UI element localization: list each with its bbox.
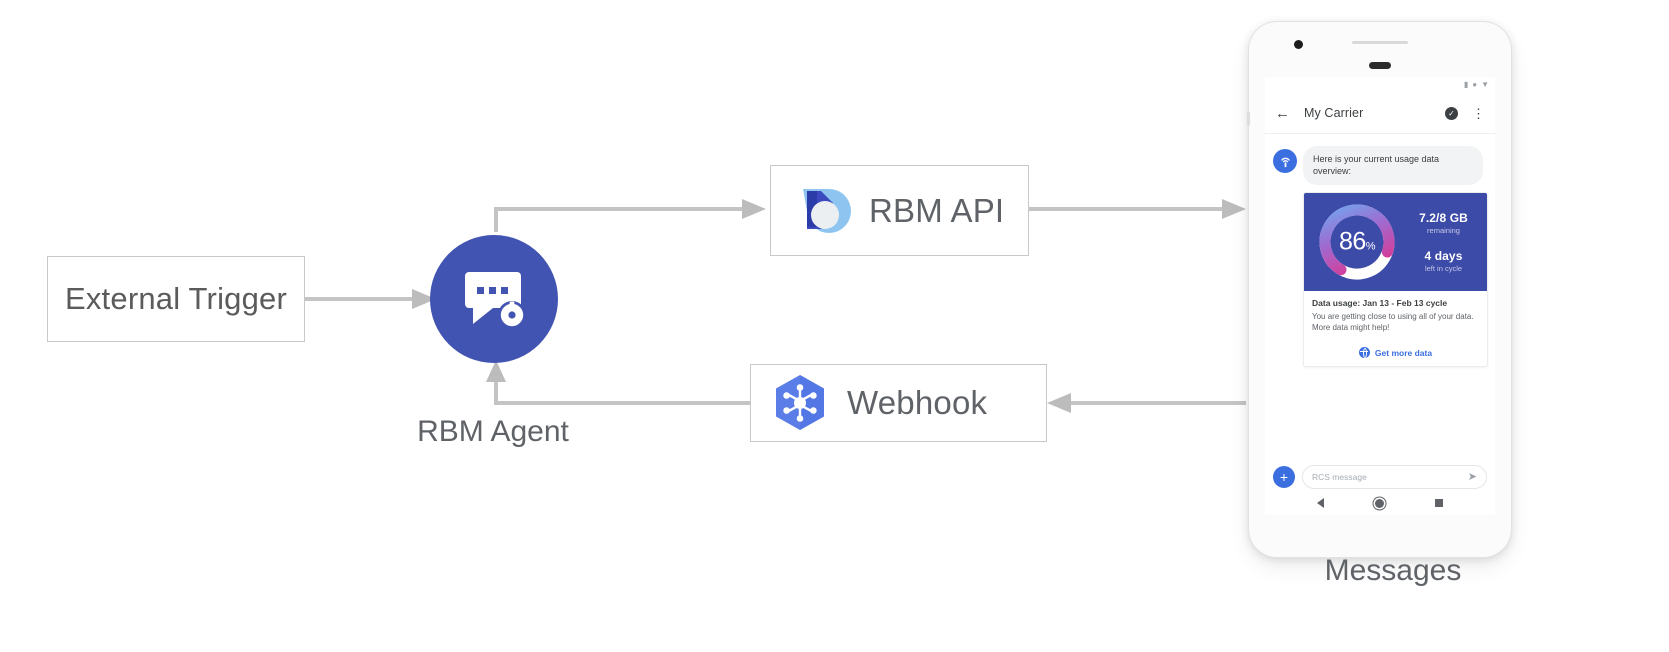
- rbm-agent-label: RBM Agent: [417, 415, 569, 448]
- cloud-functions-hexagon-icon: [767, 370, 833, 436]
- front-camera-icon: [1294, 40, 1303, 49]
- stat-data-remaining-value: 7.2/8 GB: [1419, 210, 1468, 225]
- carrier-antenna-icon: [1273, 149, 1297, 173]
- data-usage-gauge: 86%: [1308, 197, 1406, 287]
- status-bar: ▮ ● ▼: [1265, 77, 1495, 93]
- side-button[interactable]: [1247, 112, 1250, 126]
- rcs-message-placeholder: RCS message: [1312, 472, 1367, 482]
- chat-gear-icon: [461, 268, 527, 330]
- stat-days-left-value: 4 days: [1424, 248, 1463, 263]
- message-composer: + RCS message ➤: [1265, 465, 1495, 489]
- get-more-data-button[interactable]: Get more data: [1304, 338, 1487, 366]
- rcs-message-input[interactable]: RCS message ➤: [1302, 465, 1487, 489]
- gauge-percent-unit: %: [1365, 240, 1376, 253]
- gauge-percent-value: 86: [1338, 227, 1366, 256]
- speaker-slot: [1369, 62, 1391, 69]
- earpiece-grille: [1352, 41, 1408, 44]
- verified-badge-icon: ✓: [1445, 106, 1458, 120]
- app-bar: ← My Carrier ✓ ⋮: [1265, 93, 1495, 134]
- phone-mockup: ▮ ● ▼ ← My Carrier ✓ ⋮: [1247, 22, 1511, 557]
- rich-card-title: Data usage: Jan 13 - Feb 13 cycle: [1312, 297, 1448, 308]
- rich-card[interactable]: 86% 7.2/8 GB remaining 4 days left in cy…: [1303, 191, 1488, 367]
- rich-card-hero: 86% 7.2/8 GB remaining 4 days left in cy…: [1304, 192, 1487, 291]
- nav-back-icon[interactable]: [1316, 498, 1324, 508]
- wifi-icon: ●: [1472, 80, 1478, 89]
- rbm-api-label: RBM API: [869, 191, 1005, 229]
- message-row-incoming: Here is your current usage data overview…: [1273, 146, 1485, 185]
- rich-card-body: Data usage: Jan 13 - Feb 13 cycle You ar…: [1304, 291, 1487, 338]
- rbm-droplet-logo: [787, 177, 855, 245]
- plus-icon[interactable]: +: [1273, 466, 1295, 488]
- stat-data-remaining-caption: remaining: [1427, 225, 1460, 235]
- node-external-trigger[interactable]: External Trigger: [47, 256, 305, 342]
- signal-icon: ▮: [1463, 80, 1469, 89]
- node-rbm-api[interactable]: RBM API: [770, 165, 1029, 256]
- external-trigger-label: External Trigger: [64, 281, 288, 316]
- stat-days-left-caption: left in cycle: [1424, 263, 1463, 273]
- rich-card-description: You are getting close to using all of yo…: [1312, 311, 1474, 333]
- messages-label: Messages: [1324, 554, 1462, 587]
- conversation-area: Here is your current usage data overview…: [1265, 134, 1495, 367]
- webhook-label: Webhook: [847, 384, 988, 421]
- globe-icon: [1358, 347, 1370, 358]
- phone-screen: ▮ ● ▼ ← My Carrier ✓ ⋮: [1265, 77, 1495, 515]
- back-arrow-icon[interactable]: ←: [1275, 104, 1290, 122]
- message-bubble-text: Here is your current usage data overview…: [1303, 146, 1483, 185]
- kebab-menu-icon[interactable]: ⋮: [1472, 105, 1485, 121]
- battery-icon: ▼: [1481, 80, 1489, 89]
- node-webhook[interactable]: Webhook: [750, 364, 1047, 442]
- send-icon[interactable]: ➤: [1467, 470, 1477, 483]
- gauge-value-group: 86%: [1308, 229, 1406, 254]
- android-nav-bar: [1265, 491, 1495, 515]
- nav-recents-icon[interactable]: [1435, 499, 1444, 507]
- conversation-title: My Carrier: [1304, 106, 1364, 120]
- get-more-data-label: Get more data: [1374, 347, 1433, 358]
- nav-home-icon[interactable]: [1374, 498, 1384, 508]
- hero-stats: 7.2/8 GB remaining 4 days left in cycle: [1406, 211, 1481, 273]
- node-rbm-agent[interactable]: [430, 235, 558, 363]
